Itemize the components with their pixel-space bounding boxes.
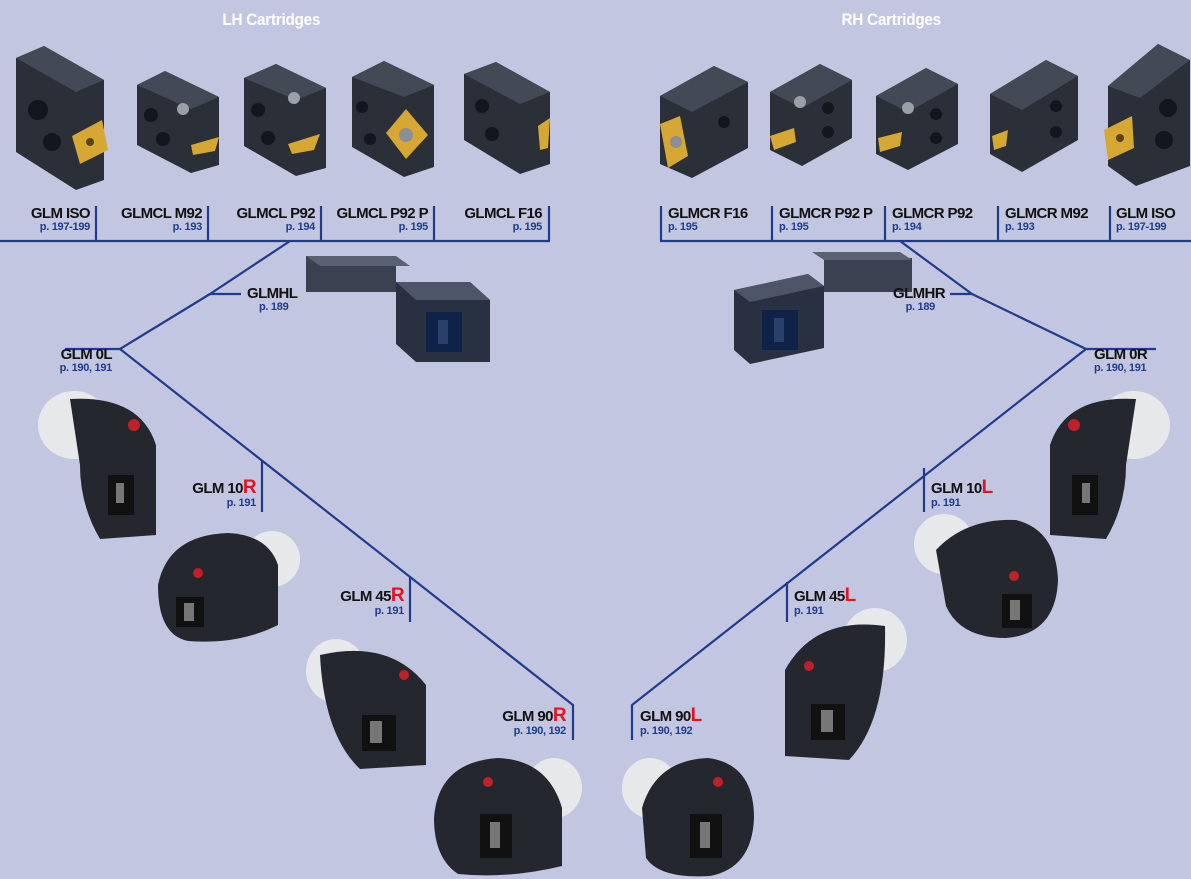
cartridge-page: p. 197-199 <box>1116 221 1167 233</box>
cartridge-name: GLM ISO <box>1116 205 1176 222</box>
cartridge-page: p. 194 <box>285 221 316 233</box>
lh-cartridge-glmcl-f16-label: GLMCL F16 p. 195 <box>442 206 542 233</box>
glm-45r-label: GLM 45R p. 191 <box>330 586 404 617</box>
head-name: GLM 0L <box>60 346 113 363</box>
glm-0r-head-image <box>1050 391 1170 539</box>
cartridge-page: p. 195 <box>398 221 429 233</box>
cartridge-name: GLMCL M92 <box>121 205 203 222</box>
lh-cartridges-title: LH Cartridges <box>222 10 321 29</box>
head-suffix: R <box>552 705 567 726</box>
lh-cartridge-glmcl-m92-label: GLMCL M92 p. 193 <box>104 205 203 233</box>
glm-90l-label: GLM 90L p. 190, 192 <box>640 706 702 737</box>
glm-0r-label: GLM 0R p. 190, 191 <box>1094 346 1148 374</box>
glm-0l-label: GLM 0L p. 190, 191 <box>20 346 113 374</box>
head-name: GLM 45 <box>794 588 845 605</box>
cartridge-glmcl-f16-image <box>464 62 550 174</box>
cartridge-glmcr-m92-image <box>990 60 1078 172</box>
cartridge-page: p. 197-199 <box>39 221 91 233</box>
glm-90l-head-image <box>622 758 754 877</box>
glmhr-holder-image <box>734 252 912 364</box>
cartridge-page: p. 195 <box>779 221 809 233</box>
glmhl-holder-image <box>306 256 490 362</box>
head-page: p. 191 <box>931 497 961 509</box>
head-suffix: R <box>390 585 405 606</box>
rh-cartridge-glmcr-p92-p-label: GLMCR P92 P p. 195 <box>779 205 873 233</box>
cartridge-name: GLMCR P92 <box>892 205 973 222</box>
cartridge-glm-iso-right-image <box>1104 44 1190 186</box>
glm-90r-head-image <box>434 758 582 876</box>
glmhr-label: GLMHR p. 189 <box>880 285 946 313</box>
rh-cartridge-glm-iso-label: GLM ISO p. 197-199 <box>1116 205 1176 233</box>
head-name: GLM 0R <box>1094 346 1148 363</box>
head-page: p. 191 <box>226 497 257 509</box>
holder-page: p. 189 <box>259 301 289 313</box>
cartridge-name: GLMCR F16 <box>668 205 748 222</box>
head-suffix: L <box>690 705 703 726</box>
head-name: GLM 90 <box>640 708 691 725</box>
head-name: GLM 90 <box>502 708 553 725</box>
glm-45l-label: GLM 45L p. 191 <box>794 586 856 617</box>
head-page: p. 190, 192 <box>513 725 567 737</box>
glm-0l-head-image <box>38 391 156 539</box>
head-suffix: L <box>844 585 857 606</box>
head-page: p. 191 <box>374 605 405 617</box>
cartridge-name: GLMCR P92 P <box>779 205 873 222</box>
head-page: p. 191 <box>794 605 824 617</box>
cartridge-glmcl-m92-image <box>137 71 219 173</box>
cartridge-glmcr-f16-image <box>660 66 748 178</box>
lh-cartridge-glmcl-p92-label: GLMCL P92 p. 194 <box>216 206 315 233</box>
holder-name: GLMHR <box>893 285 946 302</box>
cartridge-page: p. 193 <box>172 221 203 233</box>
glm-10l-label: GLM 10L p. 191 <box>931 478 993 509</box>
rh-cartridge-glmcr-p92-label: GLMCR P92 p. 194 <box>892 205 973 233</box>
glm-10r-label: GLM 10R p. 191 <box>180 478 256 509</box>
head-suffix: L <box>981 477 994 498</box>
lh-cartridge-glm-iso-label: GLM ISO p. 197-199 <box>10 205 91 233</box>
glm-10r-head-image <box>158 531 300 642</box>
cartridge-name: GLMCL P92 P <box>336 205 429 222</box>
lh-cartridge-glmcl-p92-p-label: GLMCL P92 P p. 195 <box>326 205 429 233</box>
cartridge-glm-iso-left-image <box>16 46 108 190</box>
head-page: p. 190, 191 <box>59 362 113 374</box>
cartridge-glmcl-p92-left-image <box>244 64 326 176</box>
cartridge-name: GLMCL P92 <box>236 205 315 222</box>
head-name: GLM 10 <box>931 480 982 497</box>
head-page: p. 190, 191 <box>1094 362 1147 374</box>
cartridge-page: p. 195 <box>668 221 698 233</box>
cartridge-glmcr-p92-p-image <box>770 64 852 166</box>
holder-name: GLMHL <box>247 285 298 302</box>
head-page: p. 190, 192 <box>640 725 693 737</box>
cartridge-page: p. 193 <box>1005 221 1035 233</box>
glm-90r-label: GLM 90R p. 190, 192 <box>482 706 566 737</box>
glm-45r-head-image <box>306 639 426 769</box>
rh-cartridge-glmcr-f16-label: GLMCR F16 p. 195 <box>668 206 748 233</box>
holder-page: p. 189 <box>905 301 936 313</box>
cartridge-page: p. 195 <box>512 221 543 233</box>
glm-45l-head-image <box>785 608 907 760</box>
cartridge-name: GLM ISO <box>30 205 91 222</box>
rh-cartridges-title: RH Cartridges <box>841 10 942 29</box>
glm-10l-head-image <box>914 514 1058 638</box>
cartridge-glmcr-p92-right-image <box>876 68 958 170</box>
cartridge-name: GLMCR M92 <box>1005 205 1089 222</box>
cartridge-name: GLMCL F16 <box>464 205 542 222</box>
rh-cartridge-glmcr-m92-label: GLMCR M92 p. 193 <box>1005 205 1089 233</box>
cartridge-page: p. 194 <box>892 221 922 233</box>
cartridge-glmcl-p92-p-image <box>352 61 434 177</box>
head-suffix: R <box>242 477 257 498</box>
head-name: GLM 10 <box>192 480 243 497</box>
glmhl-label: GLMHL p. 189 <box>247 285 298 313</box>
head-name: GLM 45 <box>340 588 391 605</box>
